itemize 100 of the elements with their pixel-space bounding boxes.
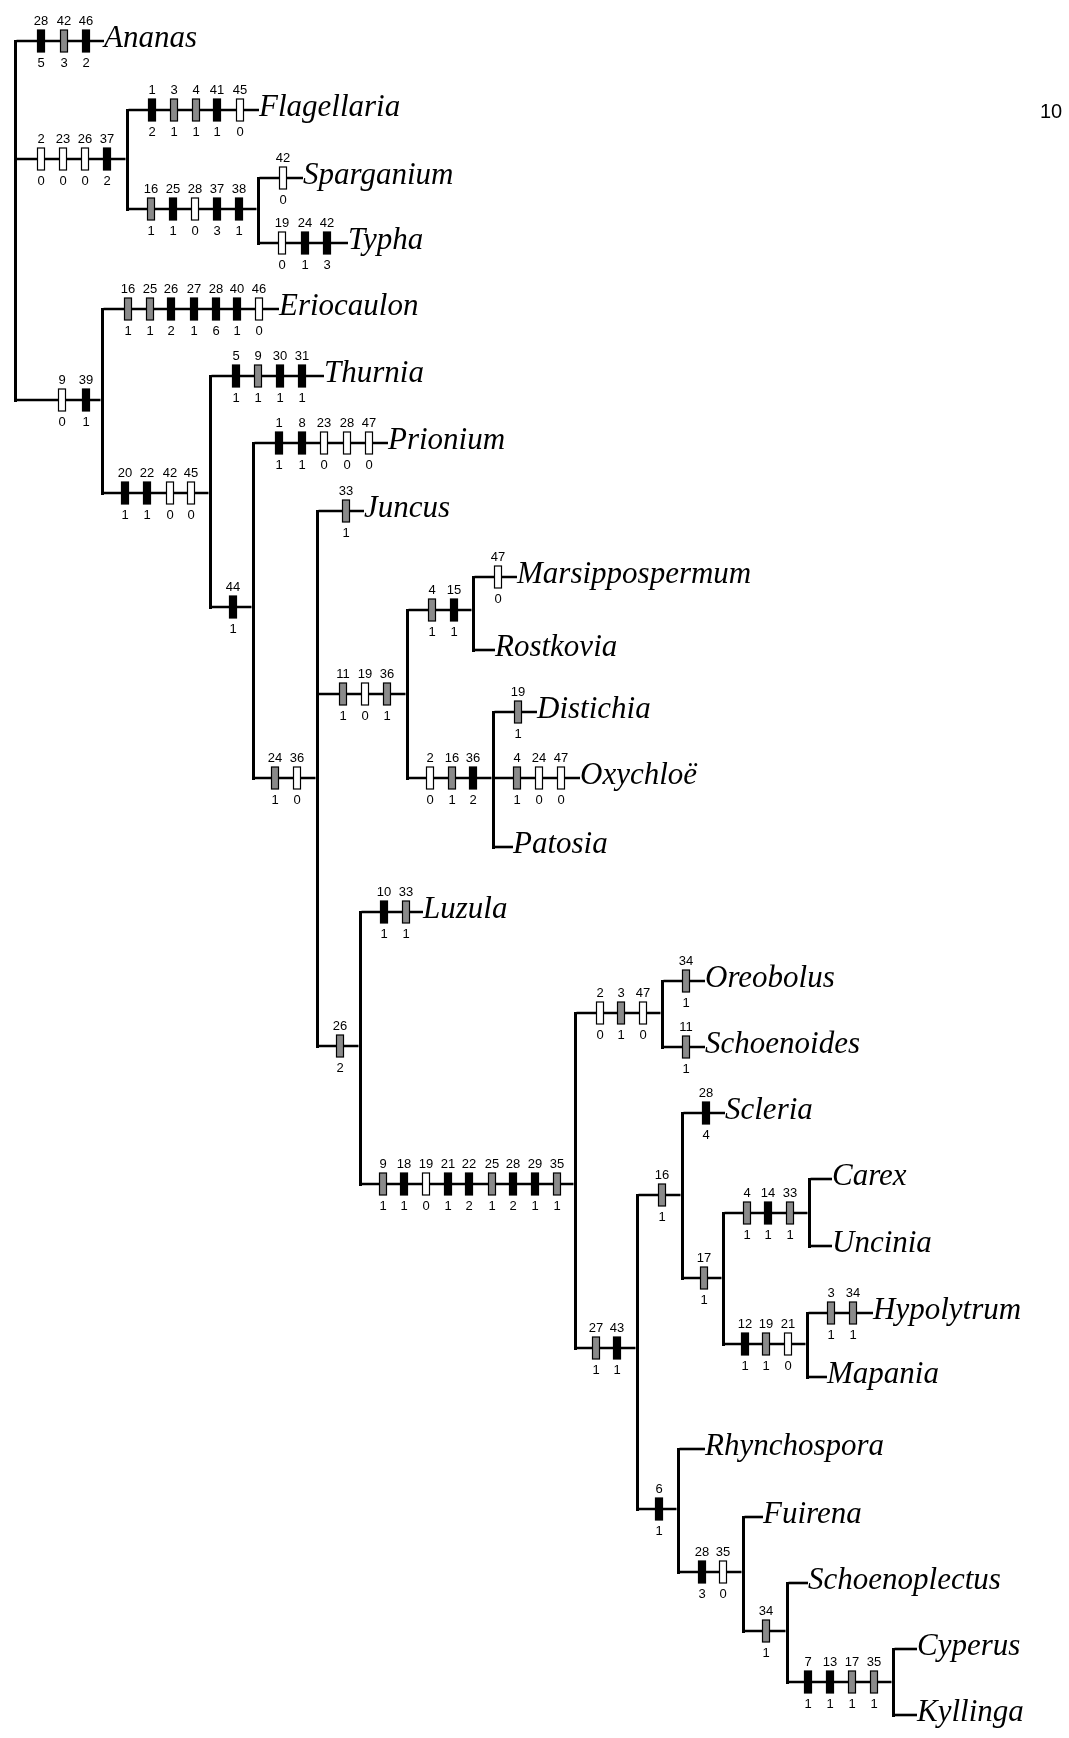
character-state: 0 bbox=[293, 792, 301, 807]
character-number: 16 bbox=[444, 750, 460, 765]
character-number: 47 bbox=[553, 750, 569, 765]
character-state: 0 bbox=[426, 792, 434, 807]
branch-line bbox=[683, 1111, 725, 1115]
character-state: 1 bbox=[741, 1358, 749, 1373]
character-number: 4 bbox=[513, 750, 521, 765]
character-number: 37 bbox=[99, 131, 115, 146]
character-number: 28 bbox=[33, 13, 49, 28]
character-state: 1 bbox=[655, 1523, 663, 1538]
character-number: 23 bbox=[55, 131, 71, 146]
character-number: 27 bbox=[186, 281, 202, 296]
junction-line bbox=[315, 509, 319, 1048]
character-number: 47 bbox=[490, 549, 506, 564]
character-state: 2 bbox=[509, 1198, 517, 1213]
page-number: 10 bbox=[1040, 100, 1063, 122]
character-number: 14 bbox=[760, 1185, 776, 1200]
character-number: 28 bbox=[208, 281, 224, 296]
taxon-name: Schoenoides bbox=[705, 1027, 860, 1059]
branch-line bbox=[474, 648, 495, 652]
character-number: 35 bbox=[866, 1654, 882, 1669]
character-number: 47 bbox=[361, 415, 377, 430]
taxon-name: Mapania bbox=[827, 1357, 939, 1389]
character-state: 2 bbox=[167, 323, 175, 338]
character-number: 23 bbox=[316, 415, 332, 430]
branch-line bbox=[254, 441, 388, 445]
character-state: 1 bbox=[488, 1198, 496, 1213]
branch-line bbox=[254, 776, 316, 780]
junction-line bbox=[807, 1177, 811, 1248]
character-state: 1 bbox=[682, 995, 690, 1010]
taxon-name: Typha bbox=[348, 223, 424, 255]
junction-line bbox=[100, 307, 104, 495]
character-number: 16 bbox=[120, 281, 136, 296]
character-state: 1 bbox=[380, 926, 388, 941]
branch-line bbox=[128, 108, 259, 112]
character-number: 24 bbox=[267, 750, 283, 765]
character-state: 1 bbox=[190, 323, 198, 338]
character-number: 5 bbox=[232, 348, 240, 363]
character-state: 1 bbox=[232, 390, 240, 405]
character-number: 29 bbox=[527, 1156, 543, 1171]
character-state: 0 bbox=[166, 507, 174, 522]
junction-line bbox=[805, 1311, 809, 1379]
junction-line bbox=[13, 39, 17, 402]
junction-line bbox=[208, 374, 212, 609]
junction-line bbox=[785, 1581, 789, 1684]
character-state: 1 bbox=[553, 1198, 561, 1213]
character-state: 1 bbox=[298, 390, 306, 405]
character-number: 41 bbox=[209, 82, 225, 97]
taxon-name: Marsippospermum bbox=[517, 557, 752, 589]
character-number: 16 bbox=[143, 181, 159, 196]
character-number: 24 bbox=[531, 750, 547, 765]
branch-line bbox=[16, 157, 126, 161]
character-state: 3 bbox=[213, 223, 221, 238]
character-number: 9 bbox=[254, 348, 262, 363]
character-state: 0 bbox=[494, 591, 502, 606]
branch-line bbox=[318, 509, 364, 513]
character-number: 46 bbox=[78, 13, 94, 28]
junction-line bbox=[471, 575, 475, 652]
branch-line bbox=[211, 605, 252, 609]
branch-line bbox=[894, 1647, 917, 1651]
character-state: 1 bbox=[450, 624, 458, 639]
junction-line bbox=[251, 441, 255, 780]
taxon-name: Scleria bbox=[725, 1093, 813, 1125]
character-state: 1 bbox=[147, 223, 155, 238]
character-number: 34 bbox=[758, 1603, 774, 1618]
character-number: 44 bbox=[225, 579, 241, 594]
taxon-name: Eriocaulon bbox=[279, 289, 419, 321]
branch-line bbox=[679, 1570, 742, 1574]
branch-line bbox=[638, 1507, 677, 1511]
character-number: 28 bbox=[698, 1085, 714, 1100]
branch-line bbox=[810, 1177, 832, 1181]
taxon-name: Hypolytrum bbox=[873, 1293, 1022, 1325]
character-number: 42 bbox=[56, 13, 72, 28]
junction-line bbox=[405, 608, 409, 780]
character-number: 28 bbox=[505, 1156, 521, 1171]
character-number: 22 bbox=[461, 1156, 477, 1171]
taxon-name: Cyperus bbox=[917, 1629, 1021, 1661]
branch-line bbox=[808, 1375, 827, 1379]
character-number: 12 bbox=[737, 1316, 753, 1331]
taxon-name: Kyllinga bbox=[917, 1695, 1024, 1727]
character-state: 1 bbox=[448, 792, 456, 807]
taxon-name: Carex bbox=[832, 1159, 907, 1191]
taxon-name: Oreobolus bbox=[705, 961, 835, 993]
branch-line bbox=[494, 710, 537, 714]
character-state: 1 bbox=[870, 1696, 878, 1711]
character-state: 1 bbox=[254, 390, 262, 405]
character-number: 47 bbox=[635, 985, 651, 1000]
character-number: 30 bbox=[272, 348, 288, 363]
character-number: 36 bbox=[379, 666, 395, 681]
character-number: 21 bbox=[780, 1316, 796, 1331]
taxon-name: Oxychloë bbox=[580, 758, 698, 790]
junction-line bbox=[125, 108, 129, 211]
character-number: 19 bbox=[758, 1316, 774, 1331]
character-number: 19 bbox=[357, 666, 373, 681]
character-state: 2 bbox=[469, 792, 477, 807]
character-number: 35 bbox=[549, 1156, 565, 1171]
junction-line bbox=[491, 710, 495, 849]
character-state: 1 bbox=[826, 1696, 834, 1711]
character-state: 2 bbox=[82, 55, 90, 70]
character-state: 0 bbox=[557, 792, 565, 807]
